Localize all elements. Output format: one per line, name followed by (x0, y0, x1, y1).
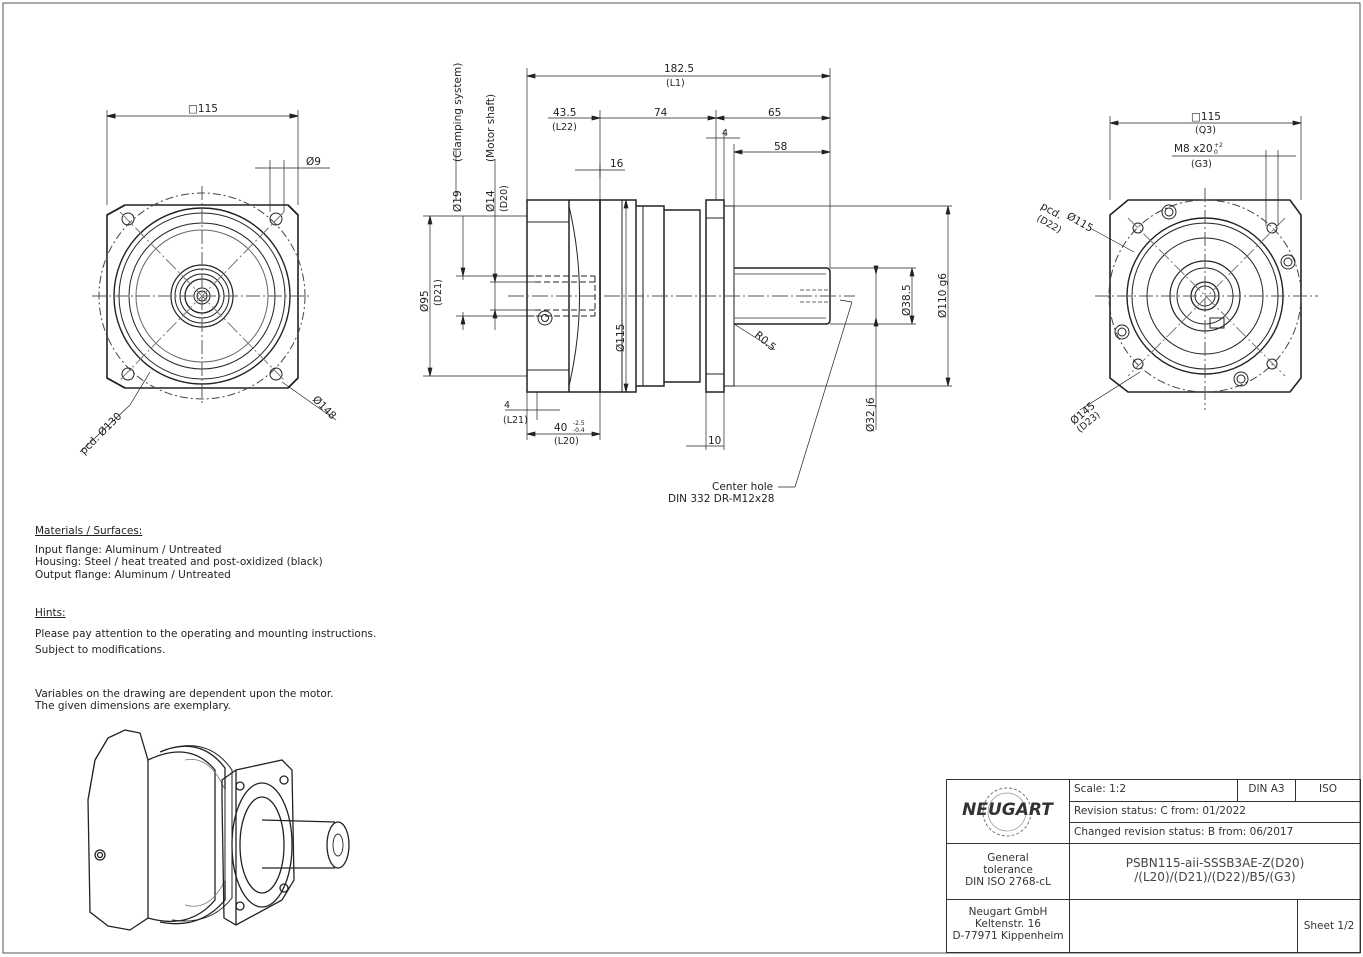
company-cell: Neugart GmbH Keltenstr. 16 D-77971 Kippe… (947, 900, 1070, 952)
scale-cell: Scale: 1:2 (1070, 780, 1238, 802)
materials-title: Materials / Surfaces: (35, 525, 143, 537)
empty-cell (1070, 900, 1298, 952)
standard-cell: ISO (1296, 780, 1360, 802)
part-number-line: PSBN115-aii-SSSB3AE-Z(D20) (1125, 856, 1305, 870)
center-hole-1: Center hole (712, 481, 773, 493)
l22-dim: 43.5 (553, 107, 576, 119)
l22-var: (L22) (552, 122, 577, 133)
back-dimension-lines (1079, 116, 1302, 411)
back-square-var: (Q3) (1195, 125, 1216, 136)
front-view (79, 110, 337, 453)
back-thread-dim: M8 x20 (1174, 143, 1213, 155)
format-cell: DIN A3 (1238, 780, 1296, 802)
front-hole-dim: Ø9 (306, 156, 321, 168)
l21-val: 4 (504, 400, 510, 411)
hint-line: Please pay attention to the operating an… (35, 627, 377, 640)
part-number-cell: PSBN115-aii-SSSB3AE-Z(D20) /(L20)/(D21)/… (1070, 844, 1360, 900)
l20-val: 40 (554, 422, 567, 434)
company-line: Keltenstr. 16 (975, 918, 1041, 930)
company-logo: NEUGART (962, 800, 1053, 820)
company-line: Neugart GmbH (968, 906, 1048, 918)
material-line: Output flange: Aluminum / Untreated (35, 568, 231, 581)
dim-58: 58 (774, 141, 787, 153)
dim-10: 10 (708, 435, 721, 447)
clamping-label: (Clamping system) (452, 63, 464, 162)
d95-dim: Ø95 (419, 290, 431, 312)
d14-dim: Ø14 (485, 190, 497, 212)
d19-dim: Ø19 (452, 190, 464, 212)
l20-tol-dn: -0.4 (573, 427, 585, 434)
tolerance-line: DIN ISO 2768-cL (965, 876, 1051, 888)
back-view (1095, 188, 1318, 410)
l20-tol-up: -2.5 (573, 420, 585, 427)
length-var: (L1) (666, 78, 685, 89)
front-pcd-dim: pcd. Ø130 (78, 410, 125, 457)
back-thread-tol2: 0 (1214, 149, 1218, 156)
d115-dim: Ø115 (615, 324, 627, 352)
d21-var: (D21) (433, 279, 444, 306)
back-thread-var: (G3) (1191, 159, 1212, 170)
d38-dim: Ø38.5 (901, 284, 913, 316)
tolerance-cell: General tolerance DIN ISO 2768-cL (947, 844, 1070, 900)
front-square-dim: □115 (188, 103, 218, 115)
tolerance-line: General (987, 852, 1029, 864)
variables-line: The given dimensions are exemplary. (35, 700, 231, 712)
changed-revision-cell: Changed revision status: B from: 06/2017 (1070, 823, 1360, 844)
r05-dim: R0.5 (752, 329, 778, 354)
d110-dim: Ø110 g6 (937, 273, 949, 318)
gear-logo-icon (982, 787, 1032, 837)
isometric-view (87, 729, 350, 931)
back-square-dim: □115 (1191, 111, 1221, 123)
dim-74: 74 (654, 107, 668, 119)
tolerance-line: tolerance (983, 864, 1033, 876)
back-d115-dim: Ø115 (1065, 210, 1096, 235)
company-line: D-77971 Kippenheim (952, 930, 1064, 942)
back-thread-tol: +2 (1214, 142, 1223, 149)
notes-section: Materials / Surfaces: Input flange: Alum… (35, 525, 455, 713)
sheet-cell: Sheet 1/2 (1303, 920, 1355, 932)
side-view (508, 199, 855, 393)
hints-title: Hints: (35, 607, 66, 619)
length-dim: 182.5 (664, 63, 694, 75)
revision-cell: Revision status: C from: 01/2022 (1070, 802, 1360, 823)
dim-65: 65 (768, 107, 781, 119)
material-line: Input flange: Aluminum / Untreated (35, 543, 222, 556)
variables-line: Variables on the drawing are dependent u… (35, 687, 334, 700)
center-hole-2: DIN 332 DR-M12x28 (668, 493, 775, 505)
part-number-line: /(L20)/(D21)/(D22)/B5/(G3) (1134, 870, 1296, 884)
l21-var: (L21) (503, 415, 528, 426)
l20-var: (L20) (554, 436, 579, 447)
title-block: NEUGART Scale: 1:2 DIN A3 ISO Revision s… (946, 779, 1361, 953)
logo-cell: NEUGART (947, 780, 1070, 844)
dim-4-top: 4 (722, 128, 728, 139)
hint-line: Subject to modifications. (35, 643, 166, 656)
front-circle-dim: Ø148 (310, 394, 339, 423)
material-line: Housing: Steel / heat treated and post-o… (35, 556, 323, 568)
dim-16: 16 (610, 158, 624, 170)
d32-dim: Ø32 j6 (865, 397, 877, 432)
d20-var: (D20) (499, 185, 510, 212)
motor-shaft-label: (Motor shaft) (485, 94, 497, 162)
side-dimension-lines (423, 68, 952, 488)
